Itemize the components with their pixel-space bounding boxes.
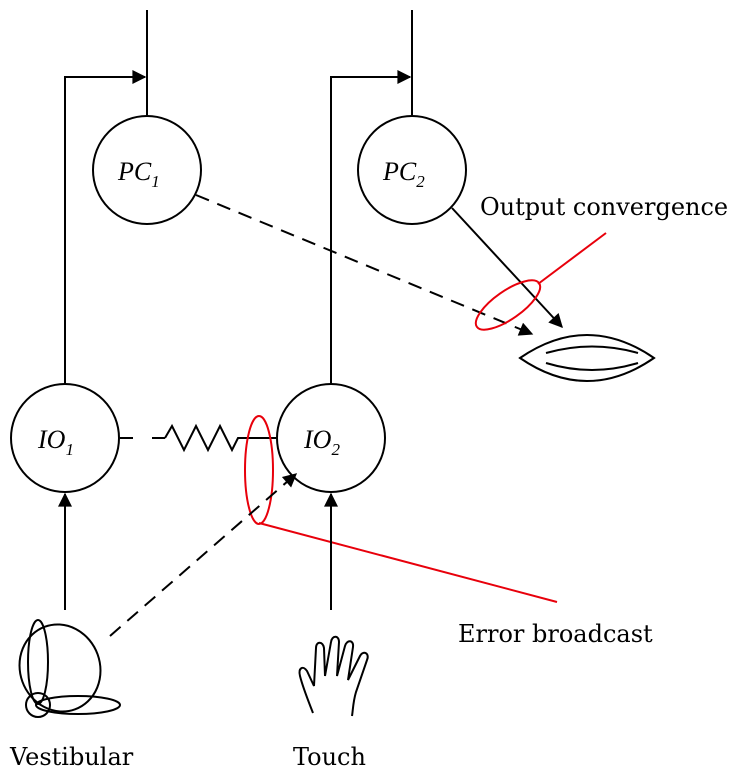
io2-node: IO2	[276, 383, 386, 493]
eye-icon	[518, 334, 656, 382]
output-convergence-label: Output convergence	[480, 193, 728, 221]
svg-text:PC1: PC1	[117, 157, 160, 191]
error-broadcast-label: Error broadcast	[458, 620, 653, 648]
vestibular-organ-icon	[18, 619, 121, 718]
io2-subscript: 2	[331, 440, 340, 459]
output-convergence-ellipse	[474, 279, 542, 331]
io1-label: IO	[37, 425, 66, 454]
gap-junction-resistor	[120, 423, 276, 453]
pc1-node: PC1	[92, 115, 202, 225]
touch-label: Touch	[293, 743, 366, 771]
io1-node: IO1	[10, 383, 120, 493]
io2-label: IO	[303, 425, 332, 454]
output-convergence-leader	[537, 232, 607, 285]
pc2-subscript: 2	[416, 172, 425, 191]
io1-to-pc1-fiber	[64, 70, 147, 385]
pc2-label: PC	[382, 157, 417, 186]
pc1-to-eye-dashed	[195, 194, 534, 336]
pc1-label: PC	[117, 157, 152, 186]
pc2-node: PC2	[357, 115, 467, 225]
error-broadcast-leader	[258, 522, 558, 603]
io1-subscript: 1	[65, 440, 74, 459]
svg-text:IO1: IO1	[37, 425, 74, 459]
error-broadcast-ellipse	[244, 415, 274, 525]
vestibular-label: Vestibular	[9, 743, 134, 771]
hand-icon	[298, 635, 369, 717]
pc1-subscript: 1	[151, 172, 160, 191]
io2-to-pc2-fiber	[330, 70, 412, 385]
vestibular-to-io2-dashed	[109, 473, 298, 637]
svg-text:IO2: IO2	[303, 425, 340, 459]
svg-text:PC2: PC2	[382, 157, 425, 191]
pc2-to-eye-line	[451, 207, 563, 329]
